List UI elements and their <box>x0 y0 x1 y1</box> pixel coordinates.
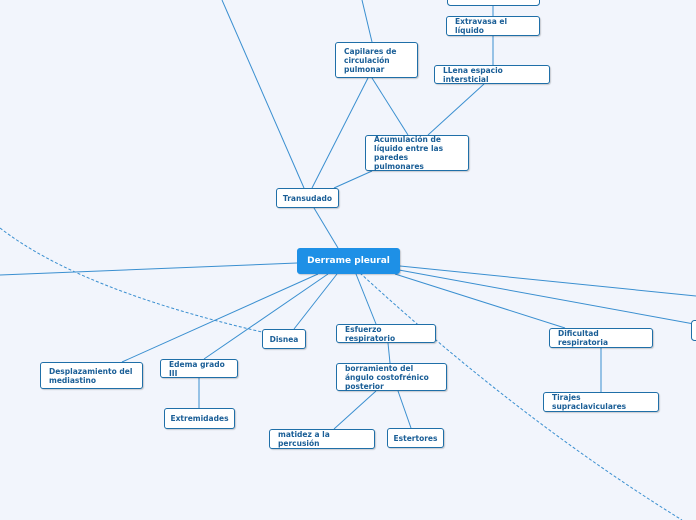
link-capilares-acumulacion <box>371 77 409 136</box>
link-borramiento-matidez <box>333 390 377 430</box>
link-transudado-acumulacion <box>333 170 373 189</box>
node-estertores[interactable]: Estertores <box>387 428 444 448</box>
node-esfuerzo[interactable]: Esfuerzo respiratorio <box>336 324 436 343</box>
link-central-offscreen-right-b <box>399 265 696 297</box>
link-central-dificultad <box>394 273 566 329</box>
link-transudado-offscreen-top <box>221 0 305 189</box>
node-tirajes[interactable]: Tirajes supraclaviculares <box>543 392 659 412</box>
offscreen-node-right[interactable] <box>691 320 696 341</box>
node-edema[interactable]: Edema grado III <box>160 359 238 378</box>
link-central-desplazamiento <box>121 273 319 363</box>
link-borramiento-estertores <box>397 390 412 429</box>
node-acumulacion[interactable]: Acumulación de líquido entre las paredes… <box>365 135 469 171</box>
node-extravasa[interactable]: Extravasa el líquido <box>446 16 540 36</box>
node-llena-espacio[interactable]: LLena espacio intersticial <box>434 65 550 84</box>
link-esfuerzo-borramiento <box>387 342 391 364</box>
node-transudado[interactable]: Transudado <box>276 188 339 208</box>
link-central-offscreen-right-a <box>398 269 695 325</box>
dashed-link-disnea <box>0 227 263 333</box>
node-extremidades[interactable]: Extremidades <box>164 408 235 429</box>
link-central-esfuerzo <box>355 273 377 325</box>
offscreen-node-top[interactable] <box>447 0 540 6</box>
link-transudado-capilares <box>311 77 369 189</box>
link-acumulacion-llena <box>427 83 485 136</box>
link-central-offscreen-left <box>0 262 298 276</box>
central-topic[interactable]: Derrame pleural <box>297 248 400 274</box>
node-dificultad[interactable]: Dificultad respiratoria <box>549 328 653 348</box>
node-capilares[interactable]: Capilares de circulación pulmonar <box>335 42 418 78</box>
link-central-transudado <box>313 207 339 249</box>
node-disnea[interactable]: Disnea <box>262 329 306 349</box>
link-central-edema <box>203 273 329 360</box>
link-central-disnea <box>293 273 338 330</box>
node-borramiento[interactable]: borramiento del ángulo costofrénico post… <box>336 363 447 391</box>
node-matidez[interactable]: matidez a la percusión <box>269 429 375 449</box>
node-desplazamiento[interactable]: Desplazamiento del mediastino <box>40 362 143 389</box>
link-capilares-offscreen-top <box>361 0 373 43</box>
